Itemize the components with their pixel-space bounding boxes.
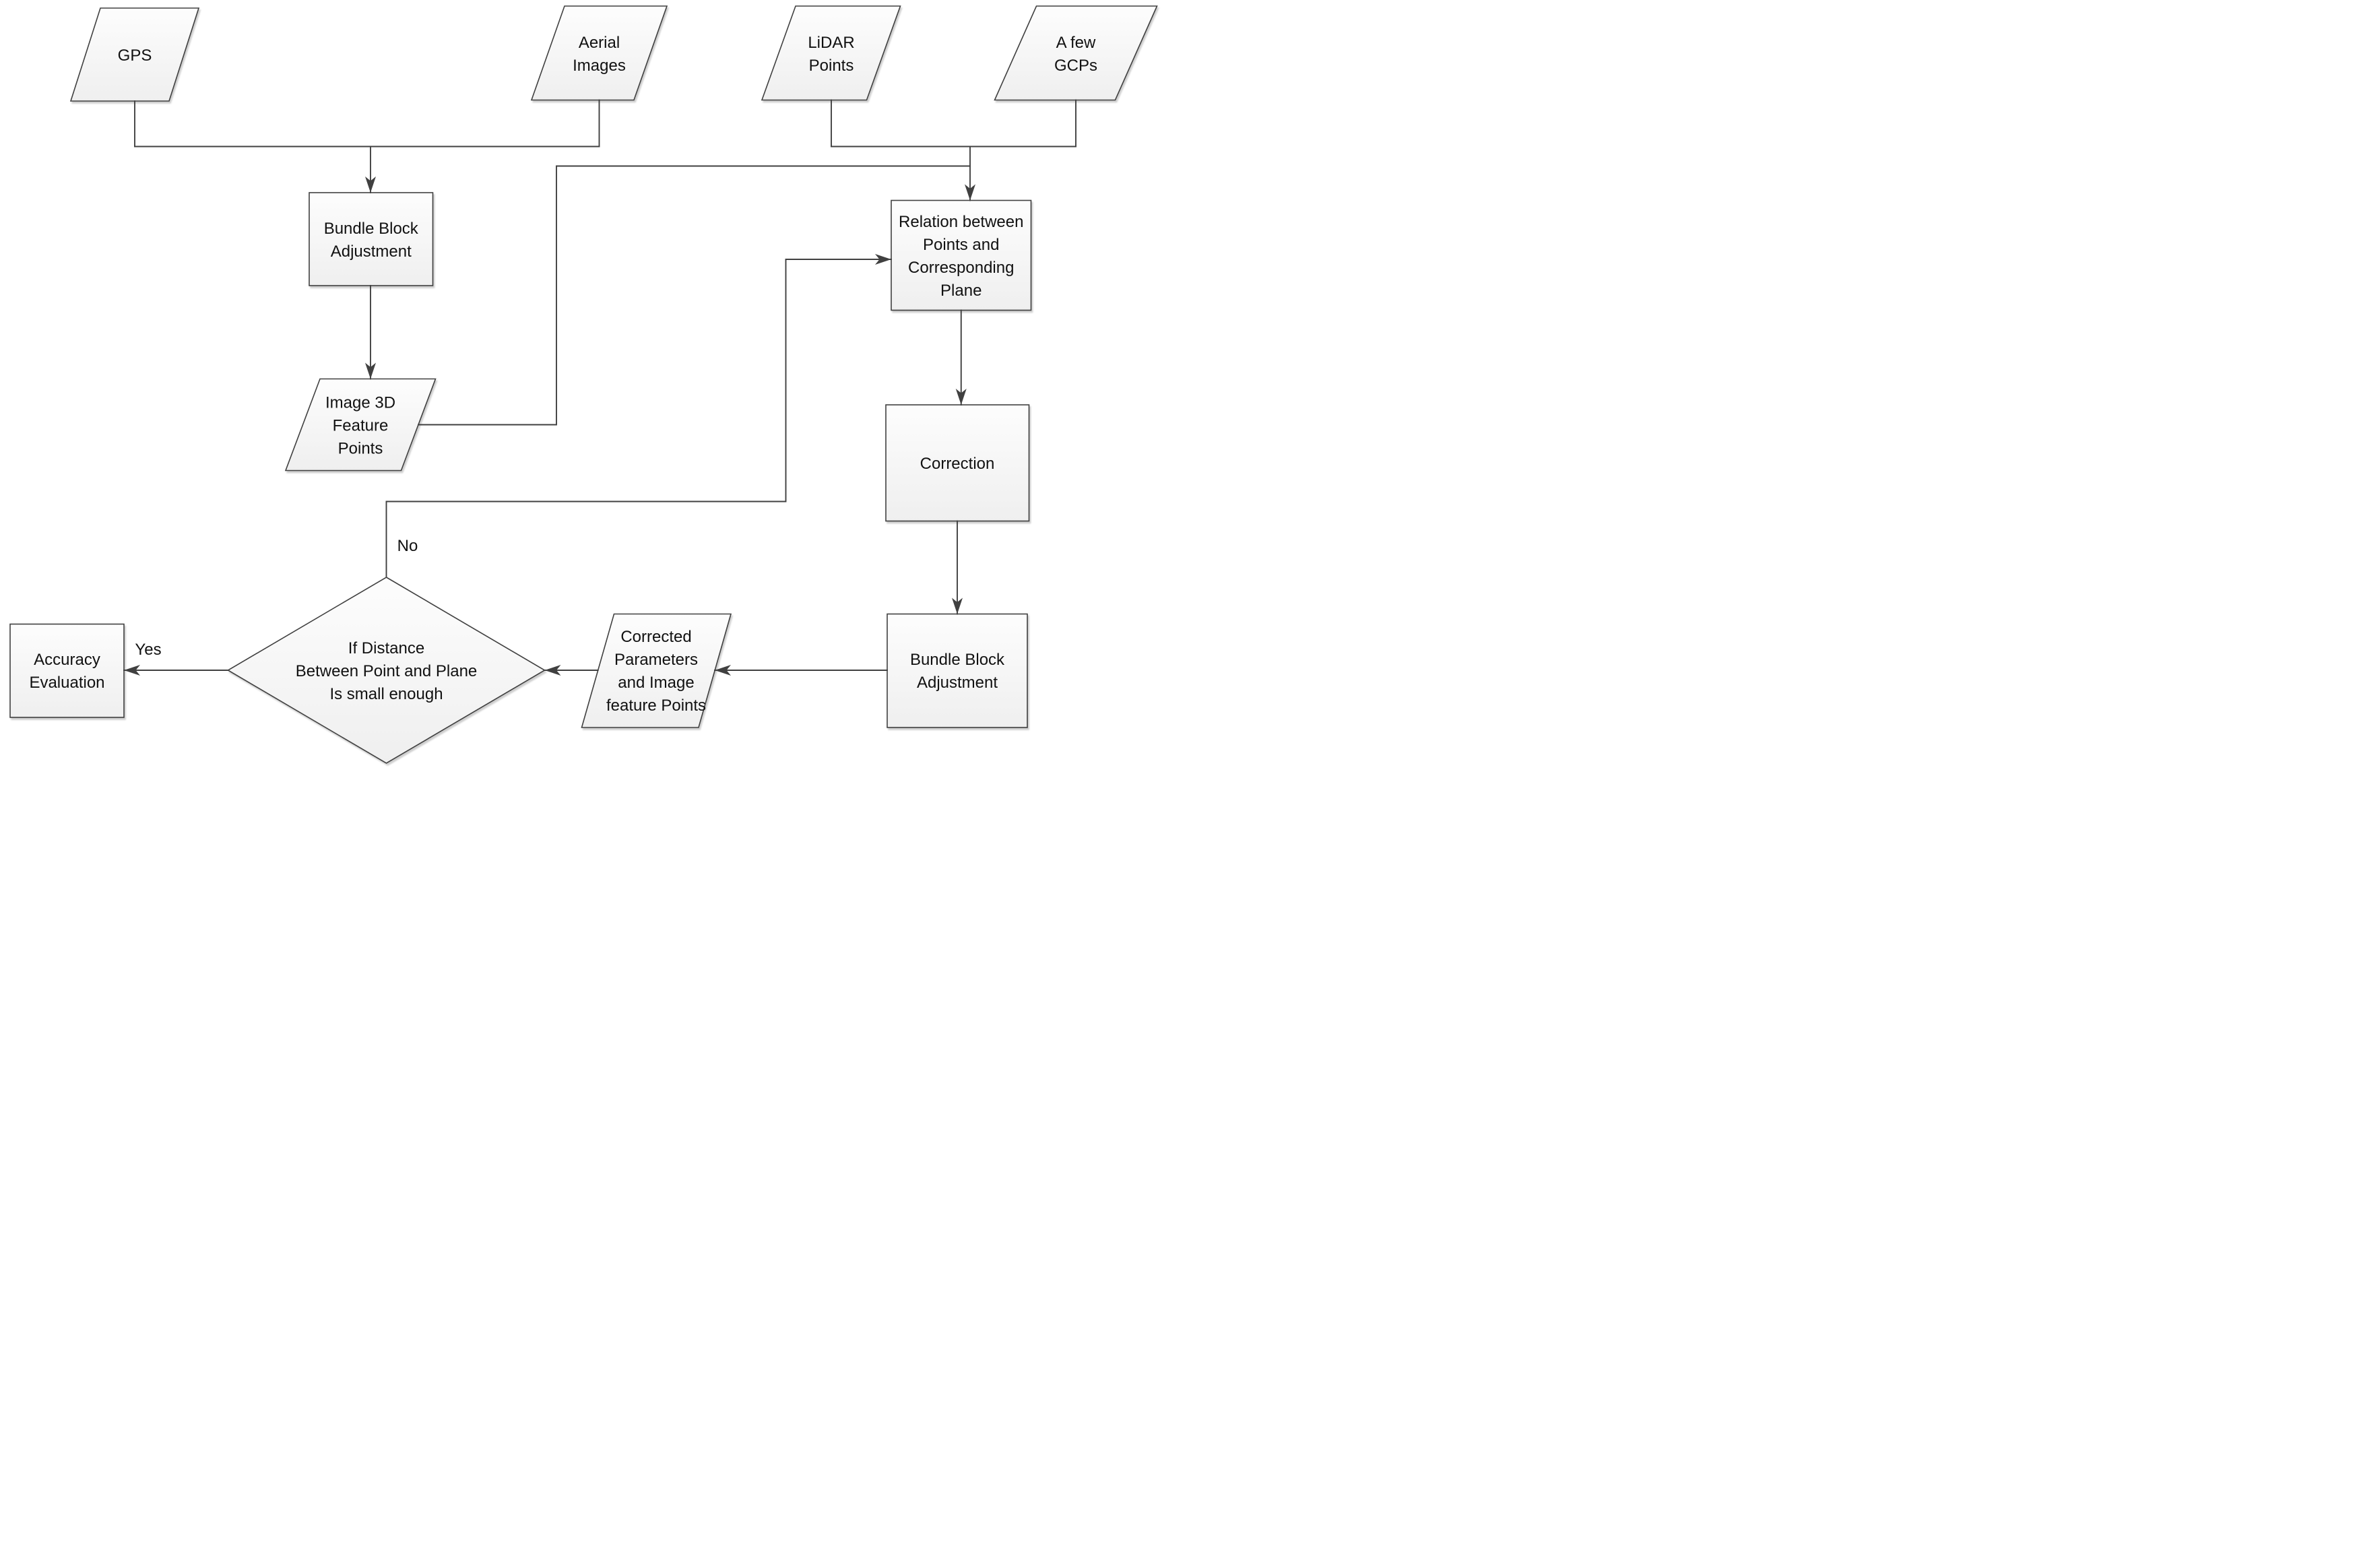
node-relation-label-line3: Corresponding [908,259,1014,277]
node-image-3d-feature-points-shape [284,378,437,472]
node-relation-label-line4: Plane [940,282,982,300]
edge-label-no: No [397,537,418,555]
node-bundle-block-adjustment-top-shape [309,192,434,286]
node-lidar-label-line2: Points [809,57,854,75]
node-decision-label-line3: Is small enough [329,685,443,703]
flowchart-canvas: GPS Aerial Images LiDAR Points A few GCP… [9,5,1158,764]
node-gcps-label-line1: A few [1056,34,1096,52]
connector-image3d-to-relation [418,165,971,426]
node-correction-label: Correction [920,455,995,473]
node-bba-top-label-line1: Bundle Block [324,220,419,238]
node-relation-points-plane-shape [891,199,1032,311]
node-corrected-parameters-shape [581,613,732,728]
node-lidar-label-line1: LiDAR [808,34,854,52]
connector-decision-no-loop-to-relation [385,254,892,578]
node-bba-top-label-line2: Adjustment [331,242,412,261]
node-corrected-label-line2: Parameters [614,651,698,669]
node-lidar-points-shape [761,5,901,101]
node-accuracy-label-line2: Evaluation [29,674,104,692]
node-bba-bottom-label-line1: Bundle Block [910,651,1005,669]
edge-label-yes: Yes [135,641,161,659]
node-aerial-label-line2: Images [573,57,626,75]
node-gps-shape [69,7,200,102]
node-decision-label-line1: If Distance [348,639,424,657]
node-aerial-label-line1: Aerial [579,34,620,52]
node-corrected-label-line3: and Image [618,674,694,692]
node-a-few-gcps-shape [994,5,1158,101]
node-image3d-label-line1: Image 3D [325,394,395,412]
node-corrected-label-line1: Corrected [620,628,691,646]
node-accuracy-label-line1: Accuracy [34,651,100,669]
node-aerial-images-shape [530,5,668,101]
node-bundle-block-adjustment-bottom-shape [887,613,1028,728]
node-image3d-label-line3: Points [338,440,383,458]
node-relation-label-line1: Relation between [899,213,1023,231]
node-bba-bottom-label-line2: Adjustment [917,674,998,692]
flowchart-page: GPS Aerial Images LiDAR Points A few GCP… [0,0,1190,777]
node-image3d-label-line2: Feature [333,417,389,435]
node-decision-label-line2: Between Point and Plane [296,662,478,680]
node-gcps-label-line2: GCPs [1054,57,1097,75]
node-gps-label: GPS [118,46,152,65]
node-accuracy-evaluation-shape [9,623,125,718]
node-corrected-label-line4: feature Points [606,697,706,715]
node-decision-diamond-shape [226,577,546,764]
node-relation-label-line2: Points and [923,236,999,254]
